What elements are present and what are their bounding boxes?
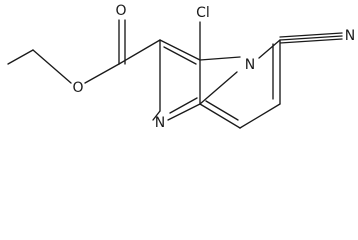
- carbonyl-oxygen-label: O: [115, 3, 126, 19]
- nitrile-c-n-bond: [279, 35, 343, 41]
- ring-c8-c8a-bond: [199, 103, 241, 129]
- ring-n5-c2-bond: [152, 110, 161, 121]
- ring-c4a-n1-bond: [199, 56, 241, 61]
- ring-c7-c8-bond: [239, 103, 281, 129]
- ring-c4a-c8a-bond: [199, 71, 238, 105]
- ester-oxygen-label: O: [72, 80, 83, 96]
- ring-nitrogen-upper-label: N: [245, 57, 255, 73]
- ethyl-ch3-ch2-bond: [7, 49, 34, 65]
- ring-c3-c4-inner-bond: [163, 46, 197, 65]
- ring-c8a-n5-inner-bond: [169, 97, 198, 114]
- ethyl-ch2-o-bond: [32, 49, 72, 84]
- chemical-structure-diagram: O O Cl N N N: [7, 3, 355, 131]
- nitrile-nitrogen-label: N: [345, 28, 355, 44]
- chlorine-label: Cl: [196, 5, 210, 21]
- nitrile-c-n-triple-2: [279, 32, 343, 38]
- nitrile-c-n-triple-1: [279, 38, 343, 44]
- ring-c8-c8a-inner-bond: [205, 100, 239, 121]
- carbonyl-c-ring-bond: [118, 39, 161, 65]
- ring-nitrogen-lower-label: N: [155, 115, 165, 131]
- ring-n1-c6-bond: [258, 39, 281, 59]
- ring-c8a-n5-bond: [167, 103, 201, 121]
- ester-o-carbonyl-bond: [84, 63, 120, 84]
- ring-c3-c4-bond: [159, 39, 201, 61]
- bond-lines: [7, 19, 343, 129]
